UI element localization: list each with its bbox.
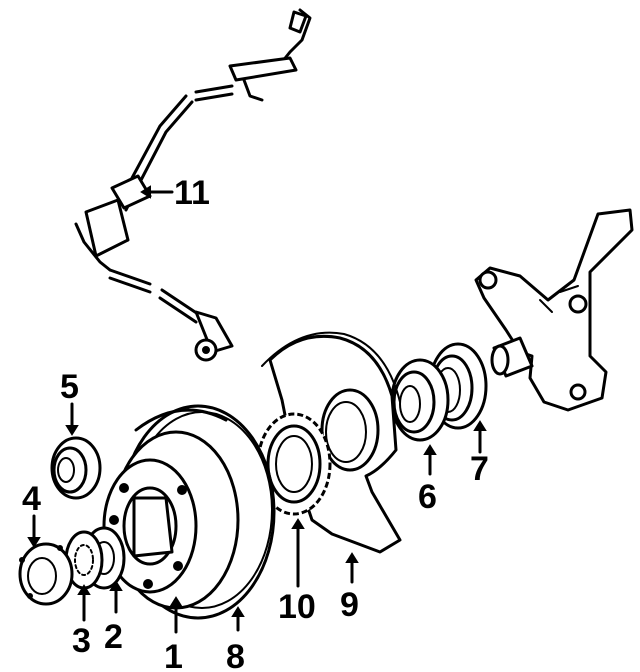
part-10-tone-ring: [256, 412, 332, 516]
callout-10: 10: [278, 588, 316, 626]
leader-lines: [27, 185, 487, 634]
callout-1: 1: [164, 638, 183, 672]
callout-8: 8: [226, 638, 245, 672]
callout-5: 5: [60, 368, 79, 406]
callout-4: 4: [22, 480, 41, 518]
part-5-grease-seal: [50, 436, 102, 500]
part-1-hub: [102, 458, 198, 594]
part-4-hub-cap: [18, 542, 74, 606]
callout-3: 3: [72, 622, 91, 660]
part-9-dust-shield: [261, 331, 402, 554]
callout-6: 6: [418, 478, 437, 516]
callout-11: 11: [174, 174, 210, 212]
callout-9: 9: [340, 586, 359, 624]
steering-knuckle: [474, 208, 634, 412]
callout-7: 7: [470, 450, 489, 488]
callout-2: 2: [104, 618, 123, 656]
